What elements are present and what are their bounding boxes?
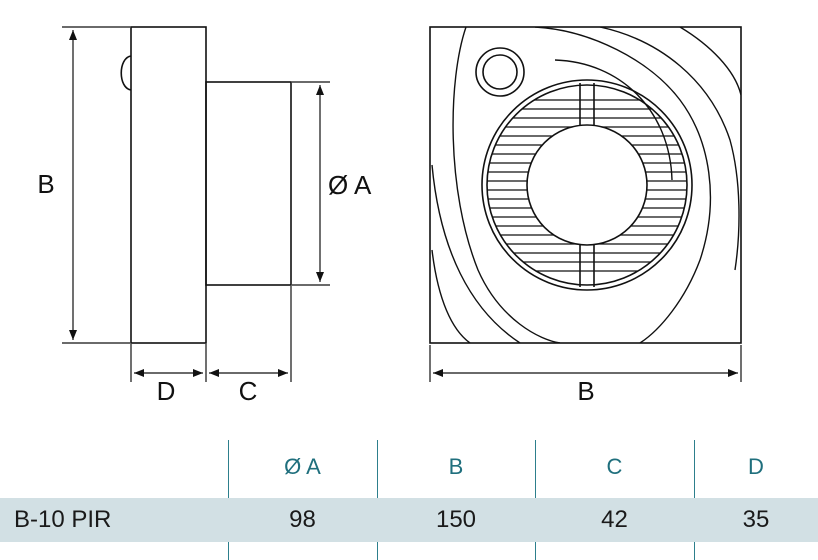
label-d: D xyxy=(157,376,176,406)
dimension-b-side xyxy=(62,26,130,344)
dimension-a xyxy=(292,81,330,286)
grille-outer xyxy=(481,79,693,291)
front-panel xyxy=(429,26,742,344)
header-diameter-a: Ø A xyxy=(284,454,321,479)
value-d: 35 xyxy=(742,506,770,533)
technical-drawing: B Ø A D C xyxy=(37,26,742,406)
label-b-side: B xyxy=(37,169,54,199)
value-c: 42 xyxy=(601,506,628,533)
side-spigot xyxy=(205,81,292,286)
label-b-front: B xyxy=(577,376,594,406)
table-row: B-10 PIR 98 150 42 35 xyxy=(0,498,818,542)
header-d: D xyxy=(748,454,764,479)
value-b: 150 xyxy=(435,506,477,533)
value-diameter-a: 98 xyxy=(289,506,316,533)
sensor-bump xyxy=(120,55,132,91)
header-b: B xyxy=(448,454,464,479)
front-view xyxy=(429,26,742,344)
dimension-d-c xyxy=(130,286,292,382)
dimension-b-front xyxy=(429,345,742,382)
pir-sensor xyxy=(475,47,525,97)
grille-hub xyxy=(526,124,648,246)
model-name: B-10 PIR xyxy=(14,506,112,533)
header-c: C xyxy=(606,454,623,479)
label-c: C xyxy=(239,376,258,406)
spec-table: Ø A B C D B-10 PIR 98 150 42 35 xyxy=(0,440,818,560)
label-a: Ø A xyxy=(328,170,372,200)
side-view xyxy=(120,26,292,344)
side-panel xyxy=(130,26,207,344)
